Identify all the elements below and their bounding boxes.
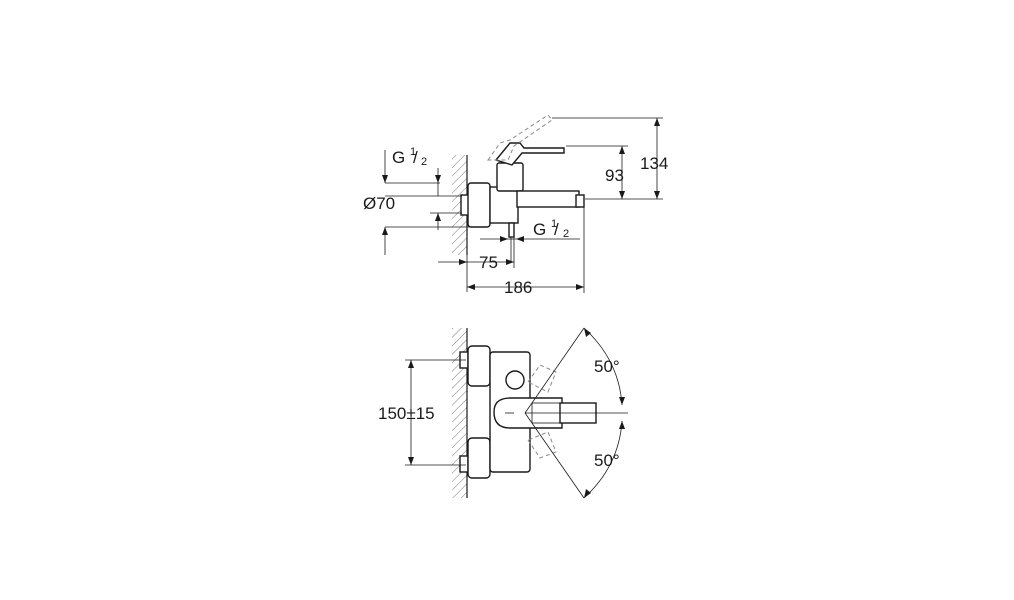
angle-upper-ray	[524, 327, 585, 414]
dim-186-arrow-r	[576, 284, 584, 290]
height-spout-label: 93	[605, 166, 624, 185]
side-diverter	[508, 222, 515, 238]
g-thread-left-label: G	[392, 148, 405, 167]
side-top-body	[496, 162, 524, 192]
dim-d70-mid-arrow	[435, 213, 441, 221]
dim-186-arrow-l	[467, 284, 475, 290]
dim-150-bottom-arrow	[408, 457, 414, 465]
top-handle-ghost-upper	[527, 364, 557, 393]
dim-75-arrow-l	[459, 259, 467, 265]
angle-lower-ray	[524, 412, 585, 499]
dim-d70-bottom-arrow	[382, 227, 388, 235]
angle-upper-arrow-a	[584, 328, 591, 337]
g-thread-left-den: 2	[421, 156, 427, 168]
center-distance-label: 150±15	[378, 404, 435, 423]
top-view: 50° 50° 150±15	[378, 327, 628, 499]
side-escutcheon	[467, 182, 491, 228]
diameter-label: Ø70	[363, 194, 395, 213]
side-handle-ghost	[487, 114, 553, 161]
angle-lower-arrow-b	[619, 421, 625, 429]
dim-134-bottom-arrow	[654, 191, 660, 199]
g-thread-right-slash: /	[554, 220, 559, 239]
g-thread-right-den: 2	[563, 228, 569, 240]
top-upper-escutcheon	[467, 345, 491, 387]
side-spout	[516, 190, 580, 208]
dim-g-left-arrow	[435, 175, 441, 183]
dim-93-bottom-arrow	[619, 191, 625, 199]
dim-d70-top-arrow	[382, 175, 388, 183]
top-diverter-knob	[505, 370, 525, 390]
dim-g-right-arrow-r	[516, 236, 524, 242]
g-thread-left-slash: /	[413, 148, 418, 167]
top-lower-escutcheon	[467, 437, 491, 479]
angle-upper-arc	[583, 327, 623, 406]
angle-lower-arc	[583, 420, 623, 499]
top-lower-stub	[459, 455, 469, 473]
angle-upper-arrow-b	[619, 397, 625, 405]
g-thread-right-num: 1	[551, 218, 557, 230]
depth-inlet-label: 75	[479, 253, 498, 272]
angle-lower-label: 50°	[594, 451, 620, 470]
g-thread-right-label: G	[533, 220, 546, 239]
dim-150-top-arrow	[408, 360, 414, 368]
side-valve-body	[489, 186, 519, 224]
side-view: G 1 / 2 Ø70 134 93 G 1 / 2	[363, 114, 668, 297]
height-total-label: 134	[640, 154, 668, 173]
angle-upper-label: 50°	[594, 357, 620, 376]
g-thread-left-num: 1	[410, 146, 416, 158]
dim-75-arrow-r	[506, 259, 514, 265]
dim-93-top-arrow	[619, 146, 625, 154]
side-handle	[494, 142, 565, 166]
top-handle-ghost-lower	[527, 431, 557, 459]
depth-total-label: 186	[504, 278, 532, 297]
side-wall-hatch	[452, 155, 467, 255]
dim-g-right-arrow-l	[500, 236, 508, 242]
side-spout-tip	[575, 194, 585, 208]
angle-lower-arrow-a	[584, 489, 591, 498]
dim-134-top-arrow	[654, 118, 660, 126]
